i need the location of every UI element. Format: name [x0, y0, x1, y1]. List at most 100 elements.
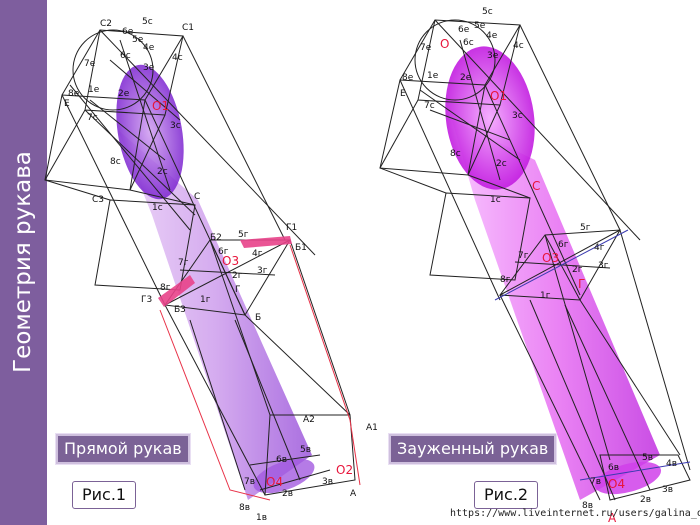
label-fig1: О1: [152, 99, 169, 113]
pink-band-1b: [240, 236, 292, 248]
top-ellipse-2: [445, 46, 535, 190]
label-fig1: 7с: [87, 113, 98, 123]
label-fig1: 3с: [170, 121, 181, 131]
label-fig1: 2г: [232, 271, 243, 281]
label-fig1: С2: [100, 19, 112, 29]
label-fig1: А2: [303, 415, 315, 425]
label-fig1: 3в: [322, 477, 333, 487]
label-fig1: 2е: [118, 89, 130, 99]
label-fig2: 5с: [482, 7, 493, 17]
label-fig1: 8с: [110, 157, 121, 167]
label-fig1: 1г: [200, 295, 211, 305]
label-fig1: Б: [255, 313, 261, 323]
label-fig1: 7г: [178, 258, 189, 268]
label-fig2: 3в: [662, 485, 673, 495]
label-fig1: Г: [235, 285, 241, 295]
sleeve-body-2: [452, 120, 660, 500]
label-fig1: 1е: [88, 85, 100, 95]
label-fig1: 5г: [238, 230, 249, 240]
label-fig1: 5в: [300, 445, 311, 455]
label-fig1: Б1: [295, 243, 307, 253]
label-fig1: 3г: [257, 266, 268, 276]
label-fig1: 6г: [218, 247, 229, 257]
label-fig1: 7е: [84, 59, 96, 69]
label-fig1: 5е: [132, 35, 144, 45]
label-fig1: С: [194, 192, 200, 202]
label-fig2: 3е: [487, 51, 499, 61]
label-fig2: 5г: [580, 223, 591, 233]
label-fig1: А1: [366, 423, 378, 433]
label-fig1: Г3: [141, 295, 152, 305]
label-fig1: О2: [336, 463, 353, 477]
label-fig2: 3г: [598, 261, 609, 271]
label-fig2: 8с: [450, 149, 461, 159]
pink-band-1a: [158, 275, 195, 307]
label-fig2: 7с: [424, 101, 435, 111]
label-fig2: 2е: [460, 73, 472, 83]
label-fig2: 6с: [463, 38, 474, 48]
label-fig2: О1: [490, 89, 507, 103]
label-fig2: 2с: [496, 159, 507, 169]
label-fig2: 2г: [572, 265, 583, 275]
label-fig2: Е: [400, 89, 406, 99]
label-fig1: Б2: [210, 233, 222, 243]
label-fig1: Б3: [174, 305, 186, 315]
label-fig1: С1: [182, 23, 194, 33]
label-fig1: 3е: [143, 63, 155, 73]
label-fig2: 7в: [590, 477, 601, 487]
sidebar: Геометрия рукава: [0, 0, 47, 525]
label-fig1: 6в: [276, 455, 287, 465]
label-fig1: 2в: [282, 489, 293, 499]
label-fig2: 4г: [594, 243, 605, 253]
label-fig2: 6е: [458, 25, 470, 35]
label-fig1: С3: [92, 195, 104, 205]
label-fig2: 7е: [420, 43, 432, 53]
label-fig2: 8в: [582, 501, 593, 511]
label-fig1: О3: [222, 254, 239, 268]
label-fig1: 8е: [68, 89, 80, 99]
label-fig1: О4: [266, 475, 283, 489]
label-fig1: 1в: [256, 513, 267, 523]
label-fig2: О3: [542, 251, 559, 265]
label-fig1: 1с: [152, 203, 163, 213]
label-fig1: 4г: [252, 249, 263, 259]
figure-2-narrowed-sleeve: 5с О 6е 5е 6с 4е 7е 3е 4с 8е 1е 2е Е О1 …: [379, 7, 691, 525]
watermark-url[interactable]: https://www.liveinternet.ru/users/galina…: [450, 508, 700, 519]
bottom-ellipse-1: [253, 458, 315, 494]
banner-narrowed-sleeve: Зауженный рукав: [388, 433, 558, 465]
label-fig2: О: [440, 37, 449, 51]
label-fig1: 8г: [160, 283, 171, 293]
figure-1-straight-sleeve: С2 5с С1 6е 5е 6с 4е 7е 3е 4с 8е 1е 2е Е…: [44, 17, 378, 523]
label-fig1: 8в: [239, 503, 250, 513]
label-fig1: Г1: [286, 223, 297, 233]
label-fig2: 3с: [512, 111, 523, 121]
label-fig2: О4: [608, 477, 625, 491]
label-fig2: 6г: [558, 240, 569, 250]
top-ellipse-1: [116, 64, 184, 200]
label-fig2: Г: [578, 277, 585, 291]
label-fig2: 5е: [474, 21, 486, 31]
label-fig2: А: [608, 511, 617, 525]
banner-straight-sleeve: Прямой рукав: [55, 433, 191, 465]
label-fig1: 4с: [172, 53, 183, 63]
label-fig2: 1г: [540, 291, 551, 301]
label-fig1: 6с: [120, 51, 131, 61]
label-fig1: Е: [64, 99, 70, 109]
label-fig2: С: [532, 179, 540, 193]
label-fig1: 7в: [244, 477, 255, 487]
label-fig2: 8е: [402, 73, 414, 83]
caption-figure-1: Рис.1: [72, 481, 137, 509]
label-fig2: 4е: [486, 31, 498, 41]
label-fig2: 4с: [513, 41, 524, 51]
label-fig2: 1е: [427, 71, 439, 81]
label-fig1: 2с: [157, 167, 168, 177]
caption-figure-2: Рис.2: [474, 481, 539, 509]
sleeve-body-1: [118, 130, 312, 500]
label-fig1: 5с: [142, 17, 153, 27]
label-fig2: 7г: [518, 251, 529, 261]
label-fig2: 8г: [500, 275, 511, 285]
label-fig1: 4е: [143, 43, 155, 53]
label-fig2: 5в: [642, 453, 653, 463]
label-fig2: 6в: [608, 463, 619, 473]
